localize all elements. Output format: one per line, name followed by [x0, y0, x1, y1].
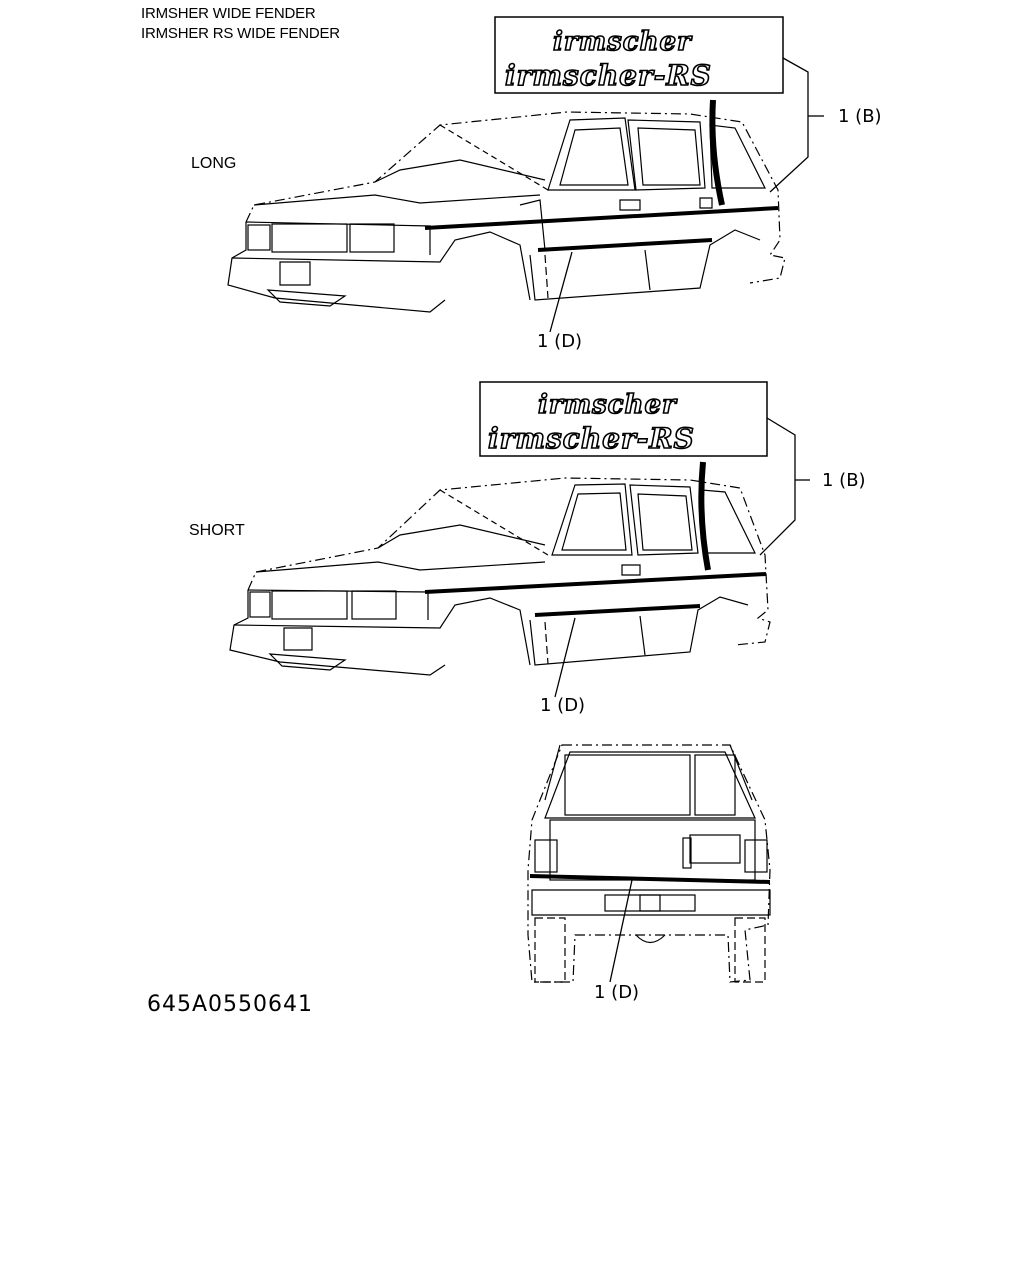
short-view-label: SHORT — [189, 522, 245, 539]
long-leader-b — [769, 57, 809, 193]
long-pillar-stripe — [709, 99, 725, 206]
short-emblem-bottom: irmscher-RS — [488, 422, 695, 455]
long-upper-stripe — [424, 206, 779, 230]
short-upper-stripe — [424, 572, 767, 594]
rear-stripe — [529, 874, 771, 884]
short-pillar-stripe — [698, 461, 711, 571]
long-view-label: LONG — [191, 155, 237, 172]
short-lower-stripe — [534, 604, 701, 617]
header-line-2: IRMSHER RS WIDE FENDER — [141, 25, 340, 42]
long-vehicle-body — [227, 111, 786, 313]
long-emblem-box — [494, 16, 784, 94]
figure-code: 645A0550641 — [147, 992, 314, 1017]
short-emblem-top: irmscher — [538, 390, 678, 420]
long-callout-1b: 1 (B) — [838, 106, 882, 127]
long-lower-stripe — [537, 238, 713, 252]
rear-vehicle-body — [527, 744, 771, 983]
short-callout-1b: 1 (B) — [822, 470, 866, 491]
rear-callout-1d: 1 (D) — [594, 982, 640, 1003]
long-leader-d — [549, 251, 573, 333]
rear-leader-d — [609, 879, 633, 983]
short-callout-1d: 1 (D) — [540, 695, 586, 716]
short-emblem-box — [479, 381, 768, 457]
long-emblem-top: irmscher — [553, 27, 693, 57]
header-line-1: IRMSHER WIDE FENDER — [141, 5, 316, 22]
short-leader-d — [554, 617, 576, 698]
short-leader-b — [759, 417, 796, 556]
long-callout-1d: 1 (D) — [537, 331, 583, 352]
long-emblem-bottom: irmscher-RS — [505, 59, 712, 92]
